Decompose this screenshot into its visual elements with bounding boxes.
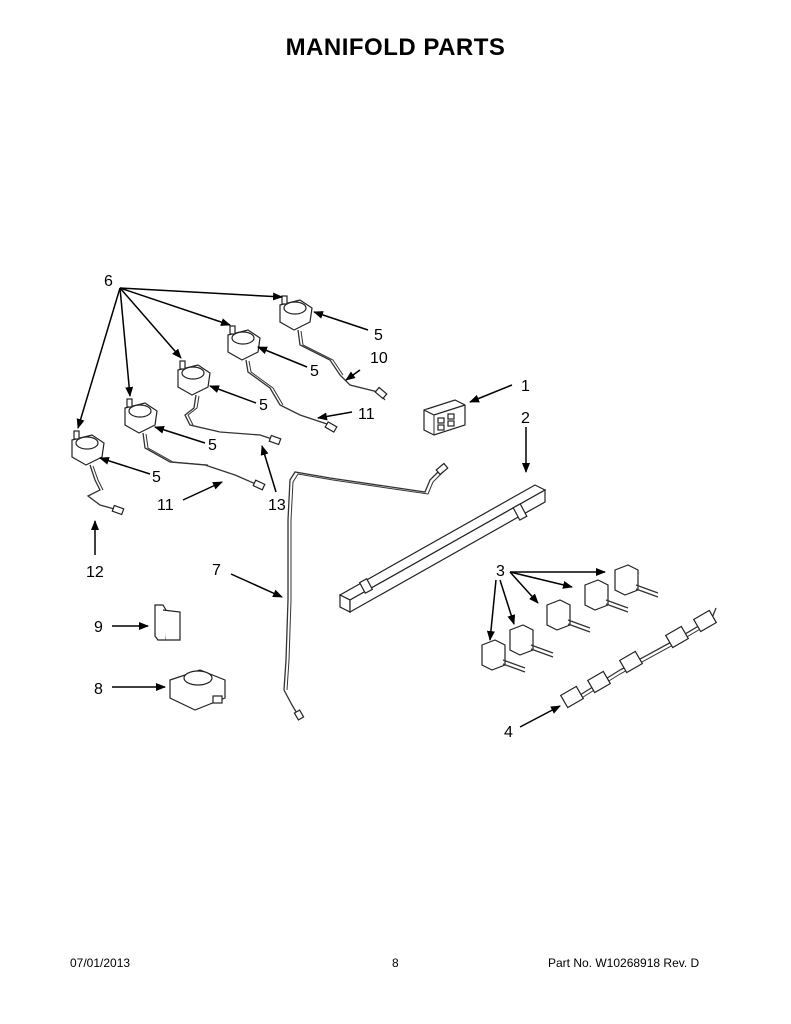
footer-page-number: 8 <box>392 956 399 970</box>
callout-11: 11 <box>358 406 375 423</box>
callout-10: 10 <box>370 350 388 367</box>
valve-3 <box>546 599 591 633</box>
callout-13: 13 <box>268 497 286 514</box>
callout-5: 5 <box>259 397 268 414</box>
regulator <box>169 669 226 711</box>
callout-4: 4 <box>504 724 513 741</box>
footer-date: 07/01/2013 <box>70 956 131 970</box>
valve-4 <box>584 579 629 613</box>
callout-2: 2 <box>521 410 530 427</box>
burner-valve-1 <box>279 295 388 401</box>
callout-5: 5 <box>208 437 217 454</box>
callout-11: 11 <box>157 497 174 514</box>
bracket <box>154 604 181 641</box>
burner-valve-5 <box>71 430 125 516</box>
connector-block <box>423 399 466 436</box>
callout-5: 5 <box>374 327 383 344</box>
gas-tube <box>283 462 449 721</box>
igniter-switch-harness <box>559 607 718 709</box>
callout-labels: 6 5 10 5 1 5 11 2 5 5 11 13 12 7 3 9 8 4 <box>86 273 530 741</box>
page-title: MANIFOLD PARTS <box>285 34 506 61</box>
callout-5: 5 <box>310 363 319 380</box>
callout-8: 8 <box>94 681 103 698</box>
callout-7: 7 <box>212 562 221 579</box>
burner-valve-3 <box>177 360 282 446</box>
valve-2 <box>509 624 554 658</box>
callout-12: 12 <box>86 564 104 581</box>
valve-5 <box>614 564 659 598</box>
manifold-rail <box>338 484 547 614</box>
callout-1: 1 <box>521 378 530 395</box>
leader-lines <box>76 287 606 728</box>
burner-valve-2 <box>227 325 338 433</box>
callout-3: 3 <box>496 563 505 580</box>
callout-6: 6 <box>104 273 113 290</box>
valve-1 <box>481 639 526 673</box>
callout-5: 5 <box>152 469 161 486</box>
footer-part-number: Part No. W10268918 Rev. D <box>548 956 700 970</box>
callout-9: 9 <box>94 619 103 636</box>
burner-valve-4 <box>124 398 266 491</box>
